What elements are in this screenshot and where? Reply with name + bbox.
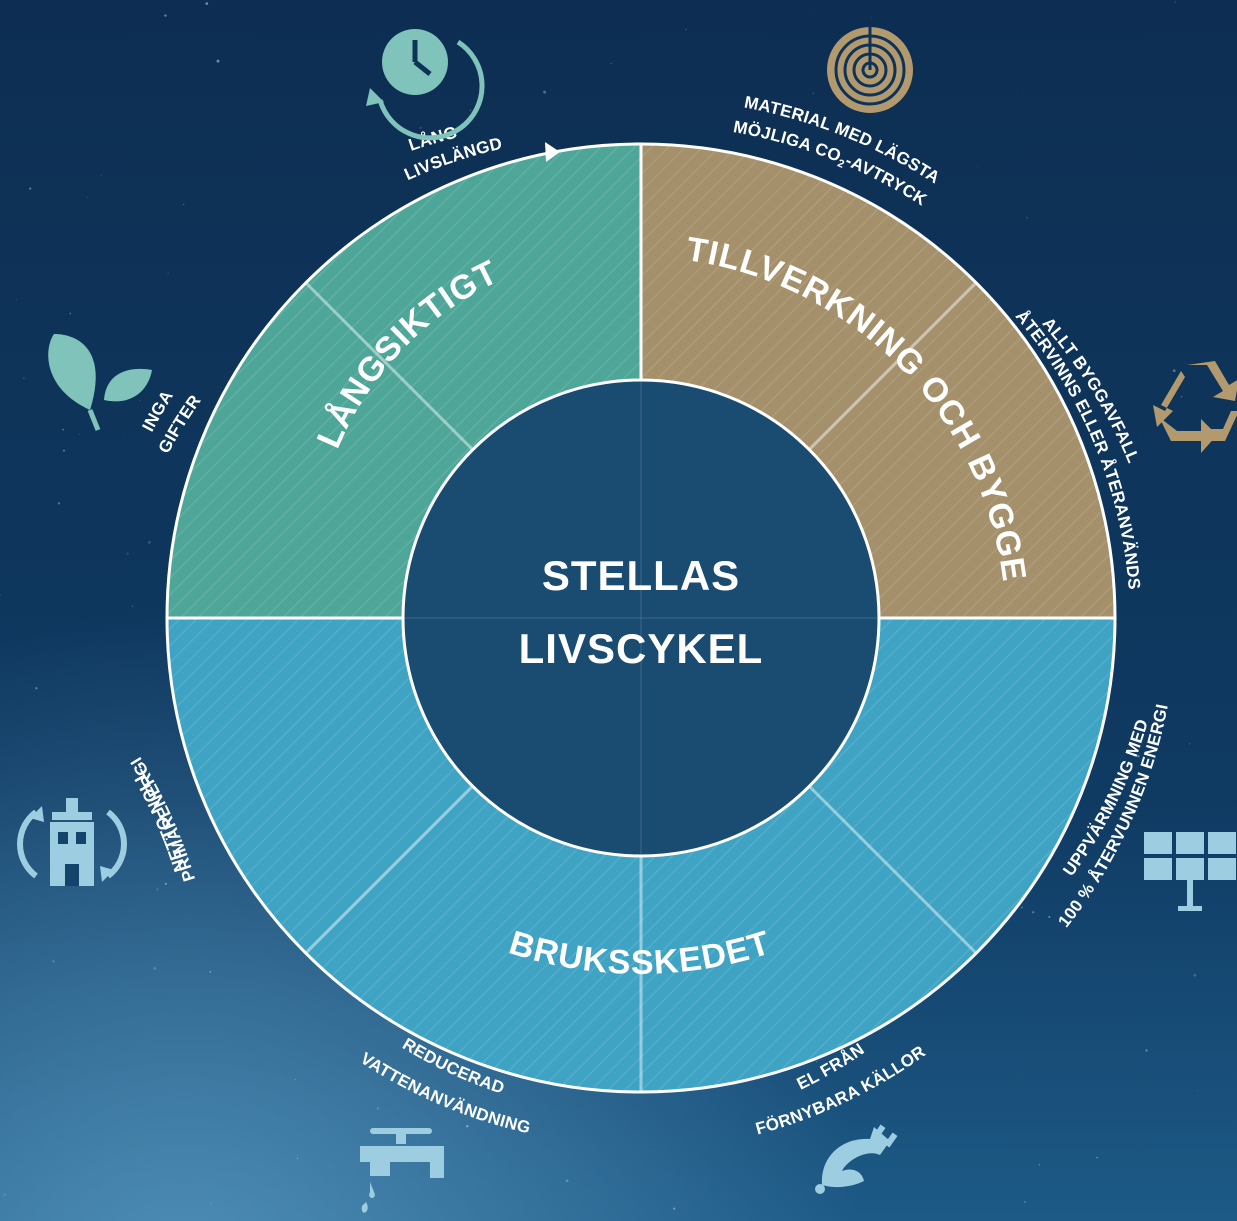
star bbox=[95, 1075, 96, 1077]
leaf-icon bbox=[48, 334, 152, 431]
star bbox=[167, 272, 170, 275]
star bbox=[183, 203, 185, 206]
star bbox=[1096, 1156, 1098, 1159]
star bbox=[816, 1061, 818, 1063]
wood-rings-icon bbox=[827, 27, 913, 113]
star bbox=[1032, 911, 1035, 914]
star bbox=[685, 28, 687, 31]
star bbox=[1137, 754, 1140, 758]
star bbox=[294, 1078, 297, 1081]
divider-langsiktigt bbox=[304, 281, 478, 455]
star bbox=[29, 187, 32, 190]
star bbox=[126, 552, 129, 555]
star bbox=[363, 1218, 365, 1220]
star bbox=[543, 90, 547, 94]
star bbox=[69, 312, 72, 315]
divider-bruk-left bbox=[304, 781, 478, 955]
star bbox=[216, 59, 220, 63]
star bbox=[0, 593, 2, 596]
star bbox=[977, 166, 979, 168]
star bbox=[1038, 1163, 1041, 1166]
star bbox=[809, 9, 810, 10]
star bbox=[1026, 217, 1028, 219]
star bbox=[78, 433, 80, 435]
star bbox=[1101, 819, 1103, 822]
star bbox=[1197, 1090, 1199, 1092]
building-icon bbox=[17, 798, 127, 886]
star bbox=[153, 967, 157, 970]
star bbox=[771, 104, 773, 107]
star bbox=[673, 1207, 676, 1210]
star bbox=[164, 882, 167, 885]
star bbox=[16, 299, 18, 301]
star bbox=[329, 1167, 331, 1169]
star bbox=[1186, 627, 1188, 629]
star bbox=[565, 1179, 569, 1183]
star bbox=[296, 1157, 299, 1159]
star bbox=[376, 1107, 379, 1110]
star bbox=[1193, 973, 1197, 977]
star bbox=[1172, 369, 1176, 373]
star bbox=[1098, 420, 1100, 422]
star bbox=[1145, 1049, 1148, 1052]
center-circle bbox=[401, 378, 881, 858]
star bbox=[209, 1202, 212, 1205]
star bbox=[1020, 906, 1023, 909]
star bbox=[871, 17, 872, 19]
recycle-icon bbox=[1153, 361, 1237, 453]
star bbox=[1180, 395, 1183, 398]
center-title-line1: STELLAS bbox=[542, 552, 740, 599]
star bbox=[1174, 1, 1176, 3]
star bbox=[63, 449, 65, 452]
water-tap-icon bbox=[360, 1128, 444, 1213]
star bbox=[419, 126, 422, 130]
plug-icon bbox=[815, 1124, 898, 1194]
solar-panel-icon bbox=[1144, 832, 1236, 911]
divider-tillverkning bbox=[804, 281, 978, 455]
star bbox=[812, 92, 815, 95]
star bbox=[652, 1151, 654, 1152]
star bbox=[22, 377, 25, 380]
star bbox=[469, 109, 472, 112]
divider-bruk-right bbox=[804, 781, 978, 955]
star bbox=[1048, 916, 1051, 918]
star bbox=[1023, 1200, 1027, 1204]
star bbox=[205, 2, 209, 5]
star bbox=[86, 196, 88, 198]
star bbox=[35, 687, 38, 690]
star bbox=[131, 605, 134, 607]
star bbox=[209, 970, 212, 973]
star bbox=[3, 1193, 6, 1196]
star bbox=[208, 45, 210, 47]
star bbox=[230, 370, 231, 372]
star bbox=[156, 888, 159, 891]
star bbox=[138, 400, 140, 402]
arrow-head-icon bbox=[545, 142, 560, 162]
star bbox=[1188, 743, 1191, 745]
star bbox=[62, 428, 64, 431]
star bbox=[765, 120, 767, 122]
star bbox=[51, 959, 55, 963]
star bbox=[466, 1125, 469, 1128]
star bbox=[147, 540, 151, 544]
center-title-line2: LIVSCYKEL bbox=[519, 625, 764, 672]
clock-icon bbox=[366, 29, 485, 141]
star bbox=[610, 62, 612, 65]
star bbox=[164, 14, 167, 17]
star bbox=[57, 502, 61, 505]
star bbox=[100, 175, 102, 177]
